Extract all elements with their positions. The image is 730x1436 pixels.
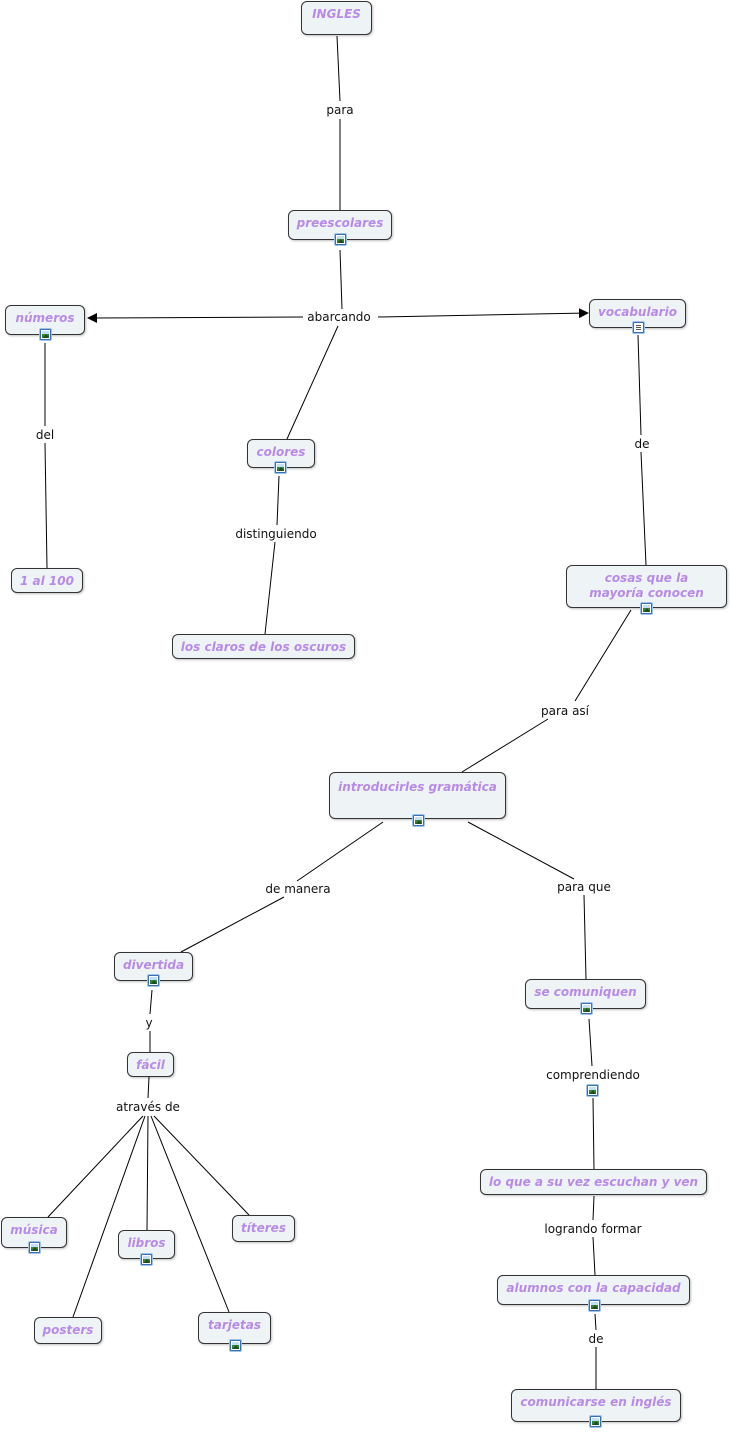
image-icon[interactable] <box>148 975 159 986</box>
node-titeres[interactable]: títeres <box>232 1215 295 1242</box>
image-icon[interactable] <box>587 1085 598 1096</box>
node-label: INGLES <box>312 7 361 21</box>
node-label: comunicarse en inglés <box>520 1395 672 1409</box>
node-label: lo que a su vez escuchan y ven <box>488 1175 699 1189</box>
link-traves-posters <box>72 1115 146 1318</box>
image-icon[interactable] <box>230 1340 241 1351</box>
link-label-logrando[interactable]: logrando formar <box>542 1222 644 1236</box>
link-de-cosas <box>640 451 647 566</box>
node-alumnos[interactable]: alumnos con la capacidad <box>497 1275 690 1311</box>
link-label-para-asi[interactable]: para así <box>538 704 592 718</box>
node-label: posters <box>42 1323 94 1337</box>
node-label: música <box>10 1223 58 1237</box>
node-vocabulario[interactable]: vocabulario <box>589 299 686 333</box>
image-icon[interactable] <box>275 462 286 473</box>
node-label: fácil <box>136 1058 165 1072</box>
node-label: 1 al 100 <box>20 574 74 588</box>
image-icon[interactable] <box>335 234 346 245</box>
node-colores[interactable]: colores <box>247 439 315 473</box>
link-label-y[interactable]: y <box>143 1016 155 1030</box>
node-gramatica[interactable]: introducirles gramática <box>329 772 506 826</box>
link-logrando-alumnos <box>592 1236 596 1276</box>
link-paraque-comuniquen <box>583 894 587 980</box>
node-ingles[interactable]: INGLES <box>301 1 372 35</box>
image-icon[interactable] <box>413 815 424 826</box>
link-traves-musica <box>47 1115 144 1218</box>
image-icon[interactable] <box>590 1416 601 1427</box>
node-label: títeres <box>241 1221 286 1235</box>
node-musica[interactable]: música <box>1 1217 67 1253</box>
link-demanera-divertida <box>180 896 285 953</box>
link-label-de-manera[interactable]: de manera <box>263 882 333 896</box>
image-icon[interactable] <box>589 1300 600 1311</box>
link-abarcando-colores <box>286 325 339 440</box>
link-label-de-2[interactable]: de <box>586 1332 606 1346</box>
link-colores-distinguiendo <box>276 475 280 526</box>
node-cosas[interactable]: cosas que la mayoría conocen <box>566 565 727 614</box>
link-escuchan-logrando <box>592 1195 595 1221</box>
link-label-distinguiendo[interactable]: distinguiendo <box>233 527 319 541</box>
link-preescolares-abarcando <box>339 249 343 310</box>
node-posters[interactable]: posters <box>34 1317 102 1344</box>
image-icon[interactable] <box>40 329 51 340</box>
link-vocabulario-de <box>637 334 642 436</box>
image-icon[interactable] <box>29 1242 40 1253</box>
node-libros[interactable]: libros <box>118 1230 175 1265</box>
link-comuniquen-comprendiendo <box>588 1018 593 1067</box>
node-label: los claros de los oscuros <box>180 640 347 654</box>
link-gramatica-demanera <box>296 821 384 882</box>
link-label-para[interactable]: para <box>324 103 356 117</box>
node-label: preescolares <box>296 216 384 230</box>
link-traves-libros <box>146 1115 149 1231</box>
node-label: colores <box>256 445 306 459</box>
node-1-al-100[interactable]: 1 al 100 <box>11 568 83 593</box>
node-comunicarse[interactable]: comunicarse en inglés <box>511 1389 681 1427</box>
link-paraasi-gramatica <box>461 718 549 773</box>
link-distinguiendo-claros <box>264 541 276 635</box>
link-comprendiendo-escuchan <box>592 1097 595 1170</box>
link-traves-tarjetas <box>150 1115 230 1313</box>
node-escuchan[interactable]: lo que a su vez escuchan y ven <box>480 1169 707 1195</box>
link-alumnos-de <box>594 1313 597 1331</box>
link-traves-titeres <box>153 1115 250 1216</box>
node-numeros[interactable]: números <box>5 305 85 340</box>
link-abarcando-numeros <box>87 312 304 323</box>
node-label: alumnos con la capacidad <box>506 1281 681 1295</box>
node-label: números <box>15 311 75 325</box>
link-abarcando-vocabulario <box>377 308 589 319</box>
node-divertida[interactable]: divertida <box>114 952 193 986</box>
link-label-comprendiendo[interactable]: comprendiendo <box>544 1068 642 1082</box>
link-label-para-que[interactable]: para que <box>555 880 613 894</box>
link-del-unocien <box>44 442 48 569</box>
link-cosas-paraasi <box>574 609 632 702</box>
link-label-traves[interactable]: através de <box>114 1100 182 1114</box>
link-label-del[interactable]: del <box>33 428 57 442</box>
link-gramatica-paraque <box>467 821 575 880</box>
image-icon[interactable] <box>141 1254 152 1265</box>
node-label: divertida <box>122 958 185 972</box>
node-facil[interactable]: fácil <box>127 1052 174 1077</box>
node-los-claros[interactable]: los claros de los oscuros <box>172 634 355 659</box>
link-ingles-para <box>336 35 341 102</box>
link-label-abarcando[interactable]: abarcando <box>305 310 373 324</box>
node-se-comuniquen[interactable]: se comuniquen <box>525 979 646 1014</box>
link-divertida-y <box>149 989 153 1015</box>
node-preescolares[interactable]: preescolares <box>288 210 392 245</box>
node-tarjetas[interactable]: tarjetas <box>198 1312 271 1351</box>
node-label: se comuniquen <box>534 985 637 999</box>
node-label: vocabulario <box>598 305 677 319</box>
image-icon[interactable] <box>581 1003 592 1014</box>
node-label: introducirles gramática <box>338 780 497 794</box>
node-label: tarjetas <box>208 1318 261 1332</box>
node-label: libros <box>127 1236 166 1250</box>
image-icon[interactable] <box>641 603 652 614</box>
link-facil-traves <box>147 1076 150 1099</box>
link-label-de[interactable]: de <box>632 437 652 451</box>
document-icon[interactable] <box>633 322 644 333</box>
node-label: cosas que la mayoría conocen <box>589 571 704 600</box>
